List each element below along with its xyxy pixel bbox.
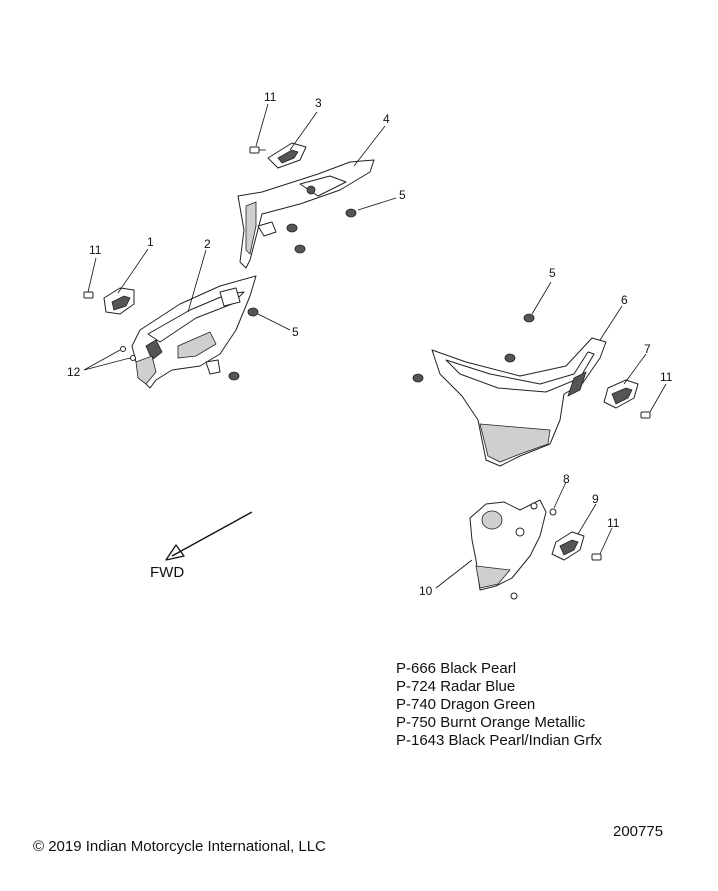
callout-11-lower: 11 xyxy=(607,516,620,530)
callout-6: 6 xyxy=(621,293,628,307)
callout-1: 1 xyxy=(147,235,154,249)
leader-lines xyxy=(83,103,667,589)
callout-2: 2 xyxy=(204,237,211,251)
callout-7: 7 xyxy=(644,342,651,356)
color-code-item: P-1643 Black Pearl/Indian Grfx xyxy=(396,732,602,749)
part-10-cover-bracket xyxy=(469,499,547,591)
callout-10: 10 xyxy=(419,584,433,598)
callout-11-top: 11 xyxy=(264,90,277,104)
part-12-fasteners xyxy=(120,346,136,361)
color-code-item: P-666 Black Pearl xyxy=(396,660,517,677)
callout-3: 3 xyxy=(315,96,322,110)
document-number: 200775 xyxy=(613,823,664,840)
callout-11-left: 11 xyxy=(89,243,102,257)
paint-color-list: P-666 Black Pearl P-724 Radar Blue P-740… xyxy=(396,660,602,750)
part-4-bracket-cover xyxy=(237,159,375,269)
callout-8: 8 xyxy=(563,472,570,486)
part-8-screw xyxy=(510,508,557,600)
color-code-item: P-750 Burnt Orange Metallic xyxy=(396,714,586,731)
part-3-badge-top xyxy=(267,142,307,169)
part-5-grommets-top xyxy=(286,208,357,254)
copyright-notice: © 2019 Indian Motorcycle International, … xyxy=(33,838,326,855)
color-code-item: P-724 Radar Blue xyxy=(396,678,516,695)
part-11-screw-left xyxy=(83,291,94,299)
callout-9: 9 xyxy=(592,492,599,506)
part-2-side-cover-left xyxy=(131,275,257,389)
part-5-grommets-left xyxy=(228,307,259,381)
callout-12: 12 xyxy=(67,365,81,379)
callout-5-top: 5 xyxy=(399,188,406,202)
part-11-screw-right xyxy=(640,411,651,419)
callout-5-right: 5 xyxy=(549,266,556,280)
part-5-grommets-right xyxy=(412,313,535,383)
callout-11-right: 11 xyxy=(660,370,673,384)
part-7-badge-right xyxy=(603,379,639,409)
part-6-side-cover-right xyxy=(431,337,607,467)
fwd-label: FWD xyxy=(150,564,184,581)
callout-4: 4 xyxy=(383,112,390,126)
fwd-arrow xyxy=(165,511,253,561)
part-11-screw-top xyxy=(249,146,266,154)
color-code-item: P-740 Dragon Green xyxy=(396,696,536,713)
part-1-badge-left xyxy=(103,287,135,315)
callout-5-left: 5 xyxy=(292,325,299,339)
part-11-screw-lower xyxy=(591,553,602,561)
part-9-badge-lower xyxy=(551,531,585,561)
